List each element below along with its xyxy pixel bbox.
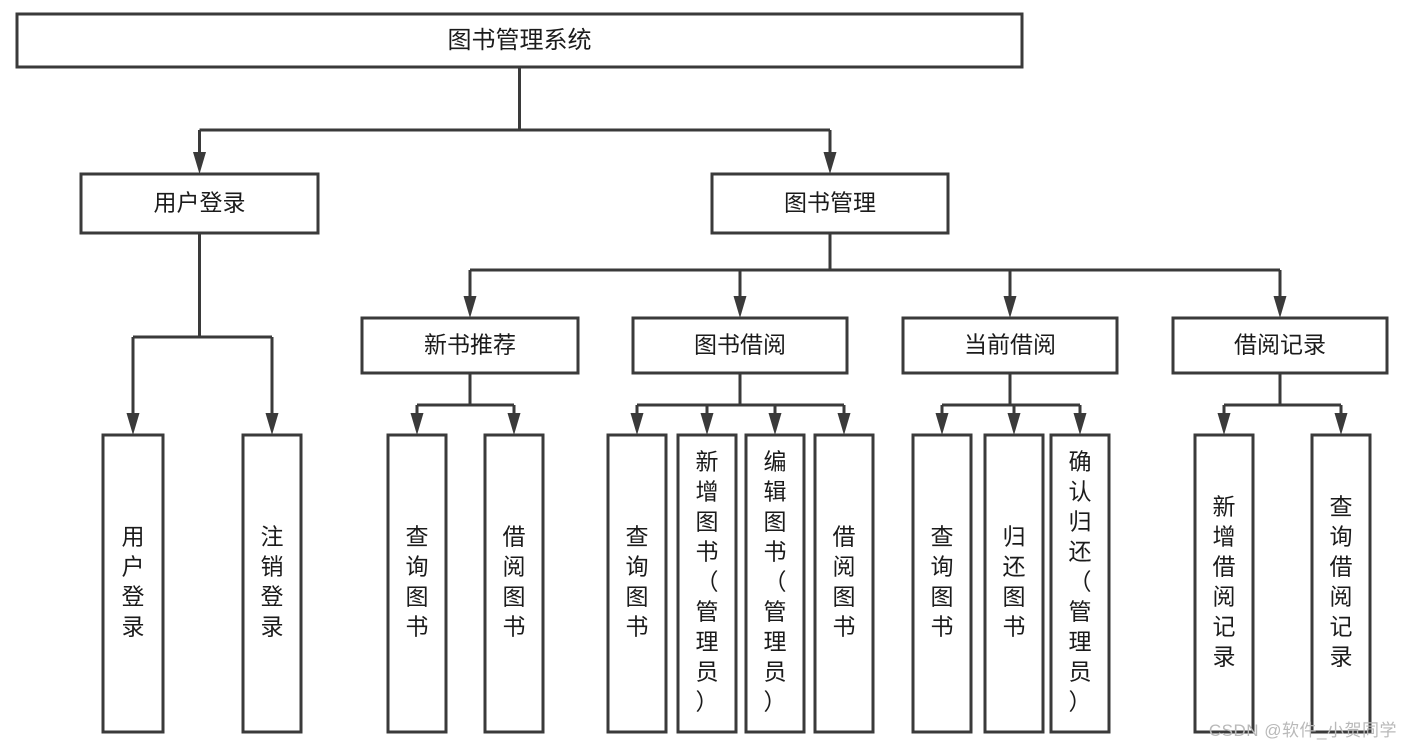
- connector-layer: [126, 67, 1348, 435]
- node-box[interactable]: 查询借阅记录: [1310, 433, 1372, 734]
- arrow-head-icon: [837, 413, 851, 435]
- node-label: 新增借阅记录: [1213, 494, 1236, 670]
- node-box[interactable]: 图书借阅: [631, 316, 849, 375]
- node-label: 编辑图书（管理员）: [764, 449, 787, 715]
- arrow-head-icon: [126, 413, 140, 435]
- node-label: 借阅记录: [1234, 332, 1326, 358]
- node-outline: [1193, 433, 1255, 734]
- node-box[interactable]: 新书推荐: [360, 316, 580, 375]
- node-outline: [483, 433, 545, 734]
- node-outline: [676, 433, 738, 734]
- node-label: 图书管理系统: [448, 27, 592, 54]
- node-box[interactable]: 确认归还（管理员）: [1049, 433, 1111, 734]
- node-box[interactable]: 查询图书: [606, 433, 668, 734]
- node-box[interactable]: 归还图书: [983, 433, 1045, 734]
- edge-group: [193, 67, 837, 174]
- edge-group: [126, 233, 279, 435]
- node-outline: [1049, 433, 1111, 734]
- arrow-head-icon: [1217, 413, 1231, 435]
- edge-group: [463, 233, 1287, 318]
- node-label: 归还图书: [1003, 524, 1026, 640]
- node-label: 图书借阅: [694, 332, 786, 358]
- arrow-head-icon: [1273, 296, 1287, 318]
- node-label: 确认归还（管理员）: [1069, 449, 1092, 715]
- node-label: 当前借阅: [964, 332, 1056, 358]
- node-box[interactable]: 用户登录: [101, 433, 165, 734]
- arrow-head-icon: [1073, 413, 1087, 435]
- arrow-head-icon: [193, 152, 206, 174]
- node-box[interactable]: 编辑图书（管理员）: [744, 433, 806, 734]
- edge-group: [410, 373, 521, 435]
- node-label: 用户登录: [122, 524, 145, 640]
- node-label: 新增图书（管理员）: [696, 449, 719, 715]
- node-box[interactable]: 图书管理系统: [15, 12, 1024, 69]
- node-box[interactable]: 借阅图书: [483, 433, 545, 734]
- node-outline: [983, 433, 1045, 734]
- arrow-head-icon: [1007, 413, 1021, 435]
- node-outline: [744, 433, 806, 734]
- node-label: 用户登录: [154, 190, 246, 216]
- node-outline: [631, 316, 849, 375]
- arrow-head-icon: [630, 413, 644, 435]
- node-outline: [1171, 316, 1389, 375]
- arrow-head-icon: [507, 413, 521, 435]
- node-label: 借阅图书: [503, 524, 526, 640]
- edge-group: [935, 373, 1087, 435]
- node-outline: [813, 433, 875, 734]
- node-outline: [241, 433, 303, 734]
- node-label: 图书管理: [784, 190, 876, 216]
- node-outline: [911, 433, 973, 734]
- node-outline: [15, 12, 1024, 69]
- arrow-head-icon: [1334, 413, 1348, 435]
- node-label: 新书推荐: [424, 332, 516, 358]
- node-label: 借阅图书: [833, 524, 856, 640]
- arrow-head-icon: [265, 413, 279, 435]
- arrow-head-icon: [1003, 296, 1017, 318]
- node-box[interactable]: 查询图书: [386, 433, 448, 734]
- node-layer: 图书管理系统用户登录图书管理新书推荐图书借阅当前借阅借阅记录用户登录注销登录查询…: [15, 12, 1389, 734]
- node-outline: [901, 316, 1119, 375]
- arrow-head-icon: [410, 413, 424, 435]
- node-outline: [606, 433, 668, 734]
- node-outline: [386, 433, 448, 734]
- node-outline: [1310, 433, 1372, 734]
- arrow-head-icon: [463, 296, 477, 318]
- node-label: 查询图书: [931, 524, 954, 640]
- node-box[interactable]: 借阅图书: [813, 433, 875, 734]
- node-outline: [710, 172, 950, 235]
- node-label: 查询图书: [406, 524, 429, 640]
- arrow-head-icon: [700, 413, 714, 435]
- edge-group: [630, 373, 851, 435]
- node-outline: [101, 433, 165, 734]
- node-label: 查询图书: [626, 524, 649, 640]
- arrow-head-icon: [733, 296, 747, 318]
- node-box[interactable]: 用户登录: [79, 172, 320, 235]
- node-box[interactable]: 借阅记录: [1171, 316, 1389, 375]
- arrow-head-icon: [768, 413, 782, 435]
- node-box[interactable]: 当前借阅: [901, 316, 1119, 375]
- arrow-head-icon: [823, 152, 837, 174]
- node-box[interactable]: 图书管理: [710, 172, 950, 235]
- edge-group: [1217, 373, 1348, 435]
- node-box[interactable]: 查询图书: [911, 433, 973, 734]
- node-box[interactable]: 注销登录: [241, 433, 303, 734]
- node-box[interactable]: 新增图书（管理员）: [676, 433, 738, 734]
- arrow-head-icon: [935, 413, 949, 435]
- node-outline: [79, 172, 320, 235]
- node-outline: [360, 316, 580, 375]
- node-box[interactable]: 新增借阅记录: [1193, 433, 1255, 734]
- node-label: 查询借阅记录: [1330, 494, 1353, 670]
- node-label: 注销登录: [261, 524, 284, 640]
